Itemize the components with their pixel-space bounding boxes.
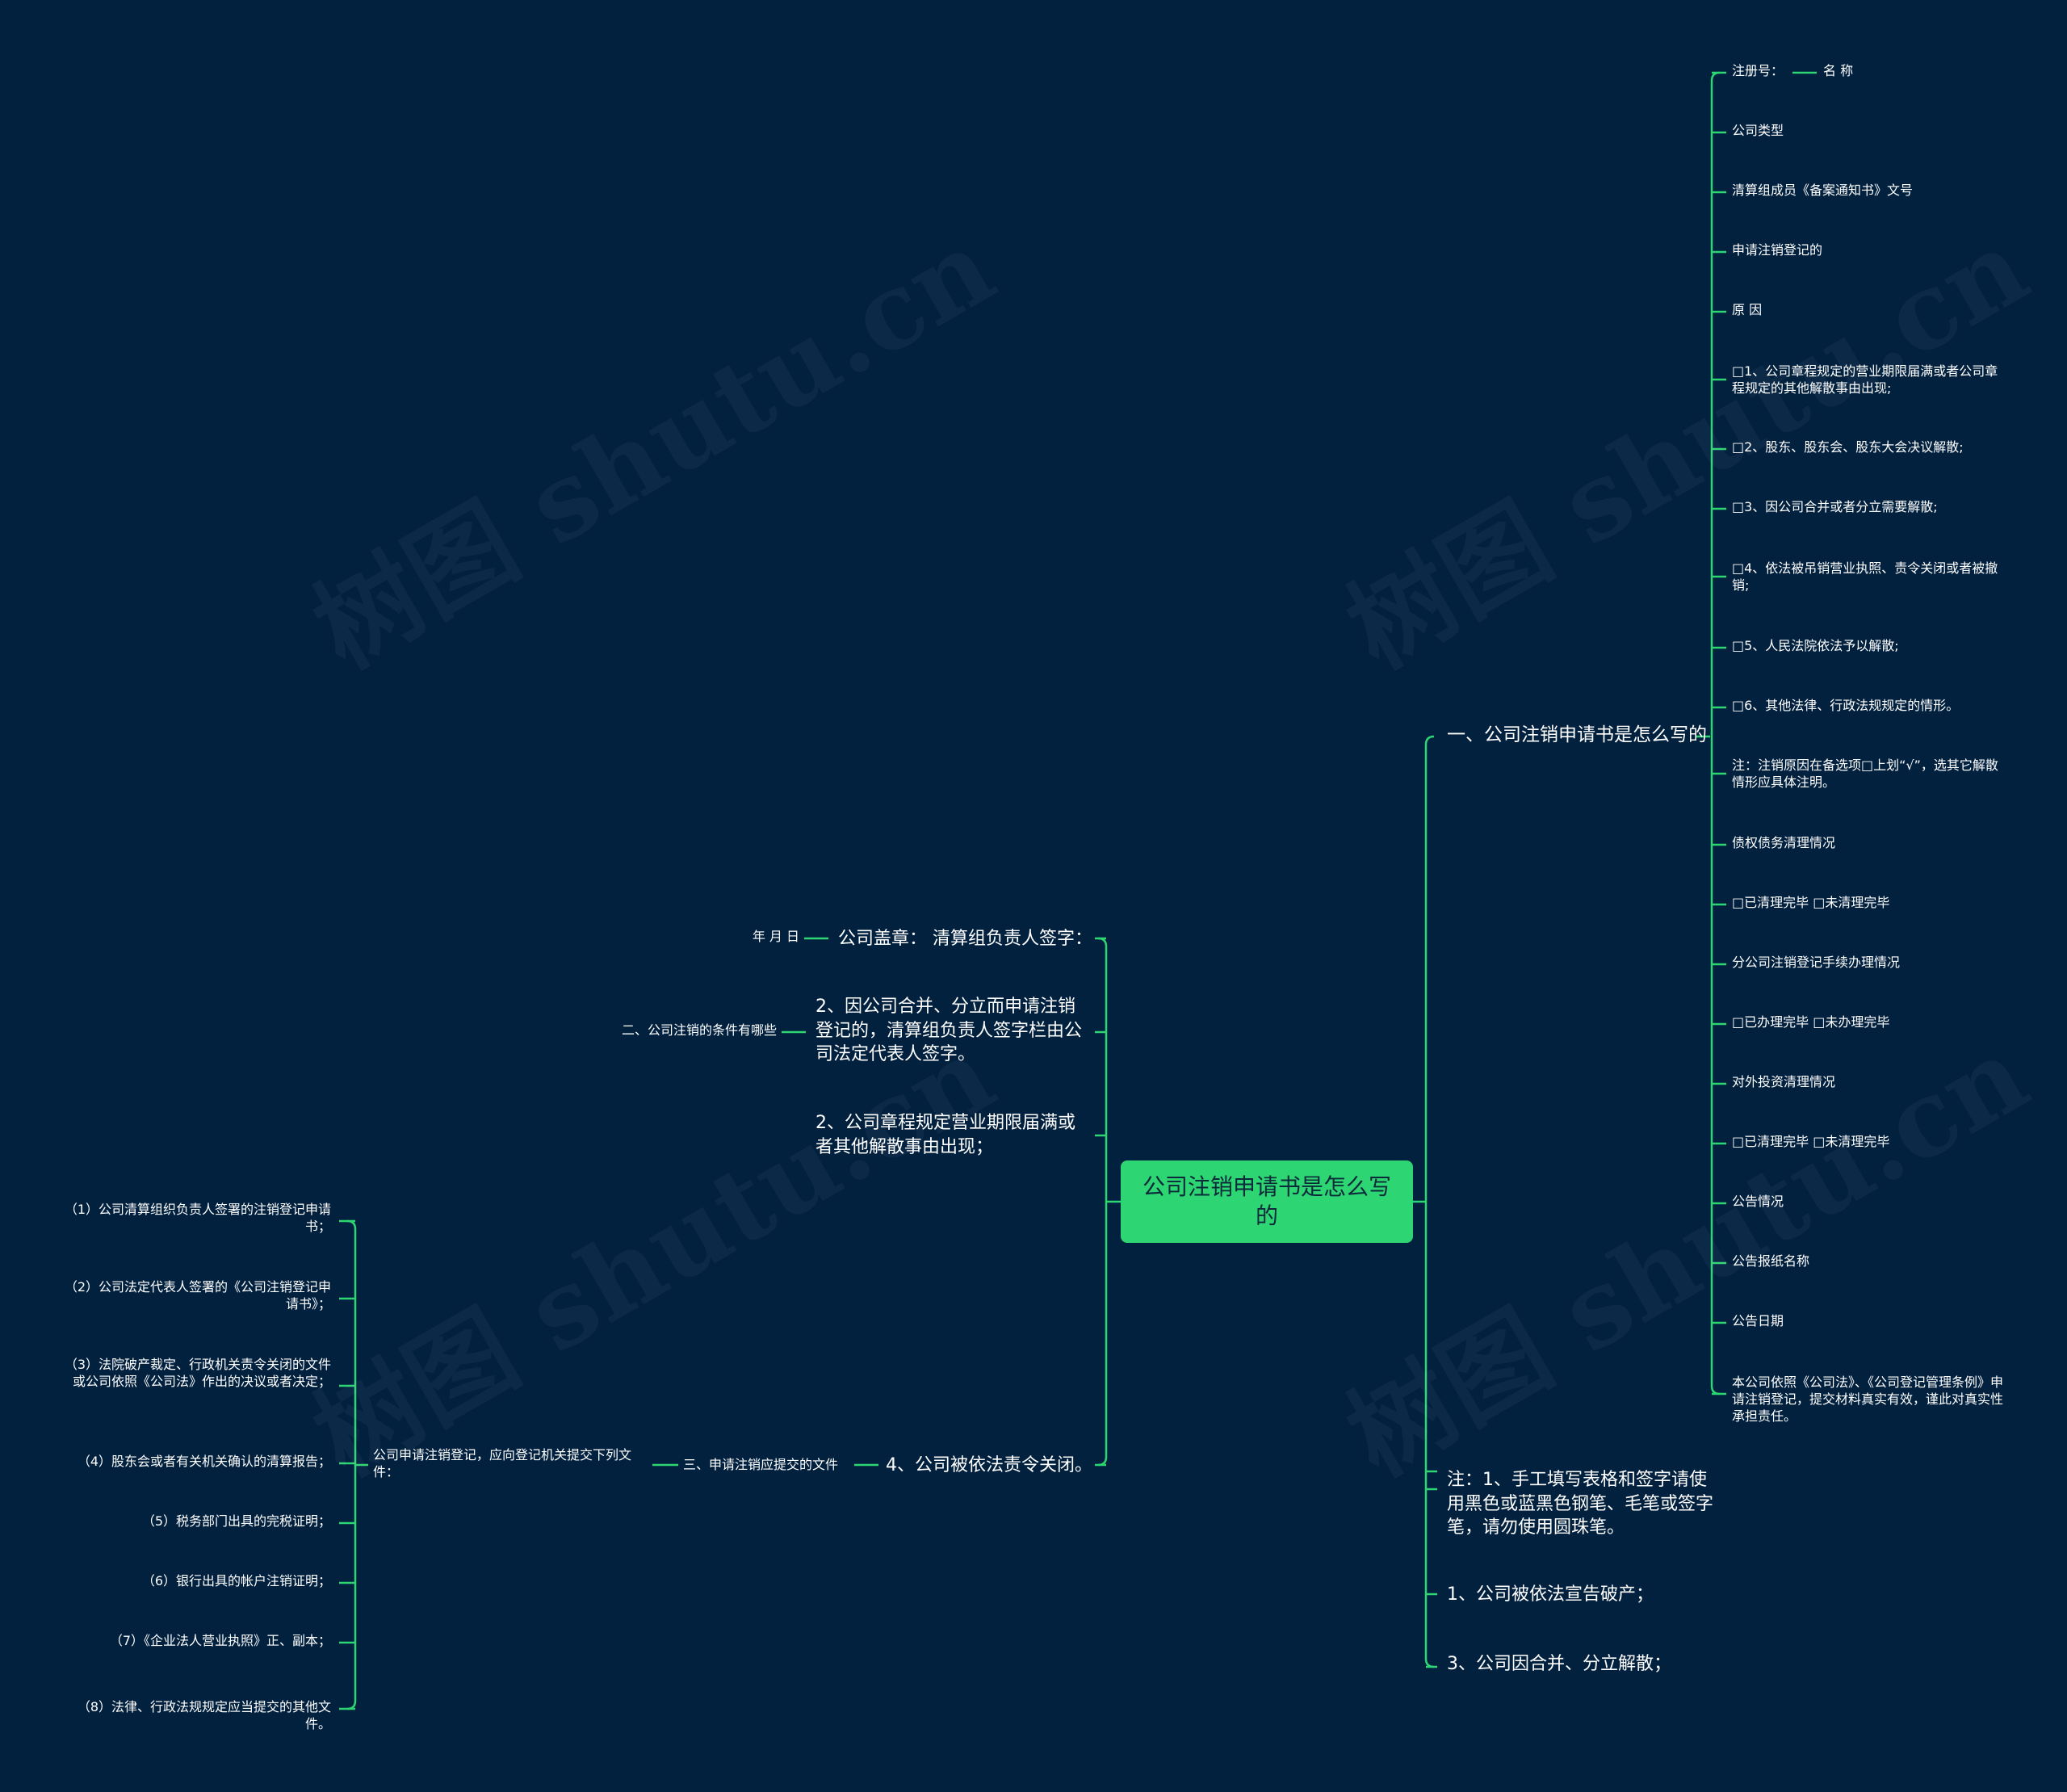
node-documents-title[interactable]: 三、申请注销应提交的文件	[683, 1457, 839, 1472]
node-date[interactable]: 年 月 日	[752, 929, 799, 944]
branch-item[interactable]: □已办理完毕 □未办理完毕	[1732, 1014, 1890, 1030]
document-item[interactable]: （1）公司清算组织负责人签署的注销登记申请书；	[64, 1202, 331, 1234]
node-merge-dissolve[interactable]: 3、公司因合并、分立解散；	[1447, 1654, 1671, 1674]
branch-item[interactable]: 公告情况	[1732, 1194, 1784, 1209]
connector-line	[1710, 71, 1721, 1395]
branch-item[interactable]: □6、其他法律、行政法规规定的情形。	[1732, 698, 1960, 713]
document-item[interactable]: （7）《企业法人营业执照》正、副本；	[109, 1633, 331, 1648]
document-item[interactable]: （6）银行出具的帐户注销证明；	[141, 1573, 331, 1588]
connector-line	[1097, 937, 1108, 1467]
branch-item[interactable]: 申请注销登记的	[1732, 242, 1823, 258]
document-item[interactable]: （3）法院破产裁定、行政机关责令关闭的文件或公司依照《公司法》作出的决议或者决定…	[64, 1357, 331, 1389]
branch-how-to-write[interactable]: 一、公司注销申请书是怎么写的	[1447, 724, 1707, 745]
document-item[interactable]: （5）税务部门出具的完税证明；	[141, 1513, 331, 1529]
branch-item[interactable]: 清算组成员《备案通知书》文号	[1732, 183, 1914, 198]
branch-item[interactable]: □1、公司章程规定的营业期限届满或者公司章程规定的其他解散事由出现;	[1732, 363, 1998, 396]
root-topic[interactable]: 公司注销申请书是怎么写的	[1121, 1160, 1413, 1243]
branch-item[interactable]: 债权债务清理情况	[1732, 835, 1836, 850]
node-seal-signature[interactable]: 公司盖章： 清算组负责人签字：	[838, 929, 1092, 949]
branch-item[interactable]: 本公司依照《公司法》、《公司登记管理条例》申请注销登记，提交材料真实有效，谨此对…	[1732, 1374, 2004, 1424]
branch-item[interactable]: □3、因公司合并或者分立需要解散;	[1732, 499, 1938, 514]
connector-line	[1424, 735, 1435, 1668]
document-item[interactable]: （8）法律、行政法规规定应当提交的其他文件。	[77, 1699, 331, 1731]
branch-item[interactable]: 对外投资清理情况	[1732, 1074, 1836, 1089]
node-conditions[interactable]: 二、公司注销的条件有哪些	[621, 1022, 777, 1038]
branch-item[interactable]: □4、依法被吊销营业执照、责令关闭或者被撤销;	[1732, 560, 1998, 593]
branch-item[interactable]: 原 因	[1732, 302, 1763, 317]
node-name-field[interactable]: 名 称	[1823, 63, 1854, 78]
branch-item[interactable]: □2、股东、股东会、股东大会决议解散;	[1732, 439, 1964, 455]
branch-item[interactable]: 注册号：	[1732, 63, 1784, 78]
branch-item[interactable]: □已清理完毕 □未清理完毕	[1732, 895, 1890, 910]
branch-item[interactable]: 公告报纸名称	[1732, 1253, 1810, 1269]
node-bankruptcy[interactable]: 1、公司被依法宣告破产；	[1447, 1584, 1654, 1605]
node-documents-sub[interactable]: 公司申请注销登记，应向登记机关提交下列文件：	[373, 1447, 632, 1479]
node-term-expire[interactable]: 2、公司章程规定营业期限届满或者其他解散事由出现；	[815, 1113, 1075, 1157]
branch-item[interactable]: □5、人民法院依法予以解散;	[1732, 638, 1899, 653]
branch-item[interactable]: □已清理完毕 □未清理完毕	[1732, 1134, 1890, 1149]
branch-item[interactable]: 公司类型	[1732, 123, 1784, 138]
document-item[interactable]: （2）公司法定代表人签署的《公司注销登记申请书》；	[64, 1279, 331, 1311]
node-merge-signature[interactable]: 2、因公司合并、分立而申请注销登记的，清算组负责人签字栏由公司法定代表人签字。	[815, 997, 1083, 1065]
connector-line	[346, 1219, 357, 1710]
document-item[interactable]: （4）股东会或者有关机关确认的清算报告；	[77, 1454, 331, 1469]
node-ordered-closed[interactable]: 4、公司被依法责令关闭。	[886, 1455, 1092, 1475]
branch-item[interactable]: 公告日期	[1732, 1313, 1784, 1328]
branch-item[interactable]: 注：注销原因在备选项□上划“√”，选其它解散情形应具体注明。	[1732, 758, 1998, 790]
node-note-pen[interactable]: 注：1、手工填写表格和签字请使用黑色或蓝黑色钢笔、毛笔或签字笔，请勿使用圆珠笔。	[1447, 1470, 1714, 1538]
branch-item[interactable]: 分公司注销登记手续办理情况	[1732, 955, 1901, 970]
